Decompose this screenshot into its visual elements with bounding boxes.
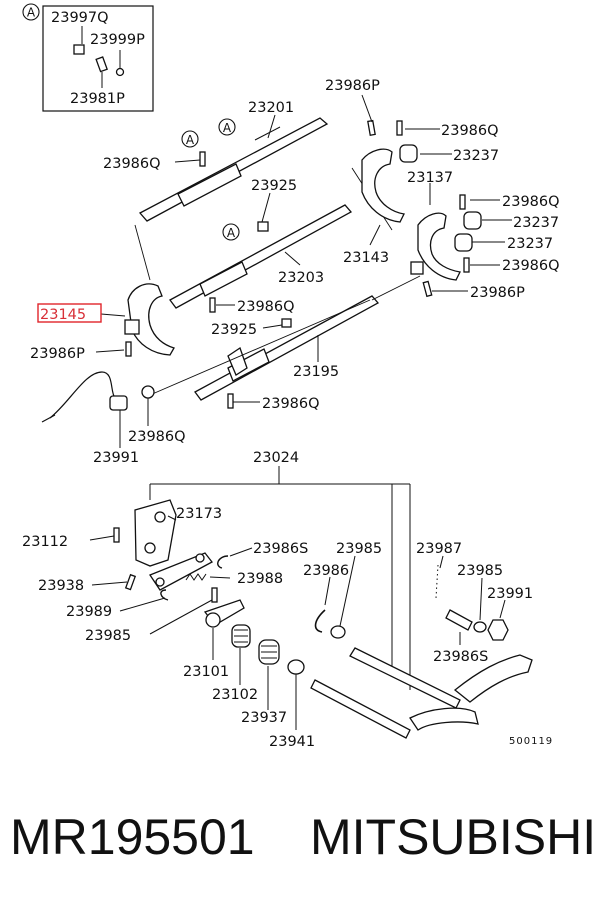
label-23986Q: 23986Q (262, 396, 320, 412)
svg-text:A: A (223, 121, 232, 135)
inset-box (42, 5, 154, 112)
label-23137: 23137 (407, 170, 453, 186)
label-23986P: 23986P (470, 285, 525, 301)
part-labels: 23986P 23201 23986Q 23986Q 23237 23986Q … (22, 78, 560, 750)
spring-23941 (258, 639, 280, 665)
bolt-23101 (445, 609, 509, 641)
label-23986Q: 23986Q (502, 258, 560, 274)
plate-23938 (149, 552, 213, 591)
label-23981P: 23981P (70, 91, 125, 107)
shift-fork-23143 (361, 148, 405, 223)
shift-rail-23201 (138, 117, 329, 222)
label-23195: 23195 (293, 364, 339, 380)
label-23143: 23143 (343, 250, 389, 266)
shift-rail-23203 (169, 204, 353, 309)
label-23102: 23101 (183, 664, 229, 680)
label-23024: 23991 (93, 450, 139, 466)
lever-23102 (203, 599, 245, 628)
svg-text:A: A (227, 226, 236, 240)
ref-markers: A A A (181, 118, 240, 241)
pins-lower (113, 527, 439, 633)
o-ring-23991 (141, 385, 155, 399)
label-23237: 23237 (513, 215, 559, 231)
label-23991: 23985 (457, 563, 503, 579)
label-23986P: 23986P (325, 78, 380, 94)
label-23985: 23986S (253, 541, 308, 557)
label-23237: 23237 (507, 236, 553, 252)
label-23112: 23173 (176, 506, 222, 522)
brand-name: MITSUBISHI (310, 809, 597, 865)
part-number: MR195501 (10, 809, 255, 865)
label-23986Q: 23986Q (502, 194, 560, 210)
label-23985: 23986 (303, 563, 349, 579)
label-23938: 23988 (237, 571, 283, 587)
figure-code: 500119 (509, 736, 553, 747)
label-23988: 23987 (416, 541, 462, 557)
label-23203: 23203 (278, 270, 324, 286)
footer-caption: MR195501 MITSUBISHI (0, 808, 600, 878)
leader-lines-upper (95, 94, 512, 448)
label-23201: 23201 (248, 100, 294, 116)
label-23986P: 23986P (30, 346, 85, 362)
label-23986Q: 23986Q (441, 123, 499, 139)
label-23173: 23024 (253, 450, 299, 466)
shift-fork-23145 (124, 283, 175, 356)
highlight-box-23145 (37, 303, 102, 323)
label-23986: 23938 (38, 578, 84, 594)
bracket-23173 (149, 466, 411, 690)
label-23101: 23986S (433, 649, 488, 665)
pins-upper (125, 119, 470, 409)
label-23989: 23991 (487, 586, 533, 602)
svg-text:A: A (186, 133, 195, 147)
label-23985: 23989 (66, 604, 112, 620)
label-23986S: 23985 (85, 628, 131, 644)
leader-lines-lower (89, 515, 506, 730)
lever-23112 (134, 499, 177, 567)
label-23925: 23925 (211, 322, 257, 338)
label-23145: 23145 (40, 307, 86, 323)
bushings-23237 (399, 144, 482, 252)
label-23941: 23937 (241, 710, 287, 726)
label-23986Q: 23986Q (103, 156, 161, 172)
label-23991: 23986Q (128, 429, 186, 445)
label-23987: 23985 (336, 541, 382, 557)
spring-23937 (231, 624, 251, 648)
label-23986Q: 23986Q (237, 299, 295, 315)
shift-fork-23137 (410, 212, 461, 281)
label-23925: 23925 (251, 178, 297, 194)
washer-23987-lower (287, 659, 305, 675)
inset-marker: A (22, 3, 40, 21)
shift-shafts (310, 647, 533, 739)
inset-parts (73, 26, 125, 88)
svg-text:A: A (27, 6, 36, 20)
label-23937: 23102 (212, 687, 258, 703)
washer-23987-upper (330, 625, 346, 639)
label-23986S: 23112 (22, 534, 68, 550)
label-23999P: 23999P (90, 32, 145, 48)
label-23997Q: 23997Q (51, 10, 109, 26)
label-23987: 23941 (269, 734, 315, 750)
label-23237: 23237 (453, 148, 499, 164)
switch-23024 (41, 371, 128, 423)
